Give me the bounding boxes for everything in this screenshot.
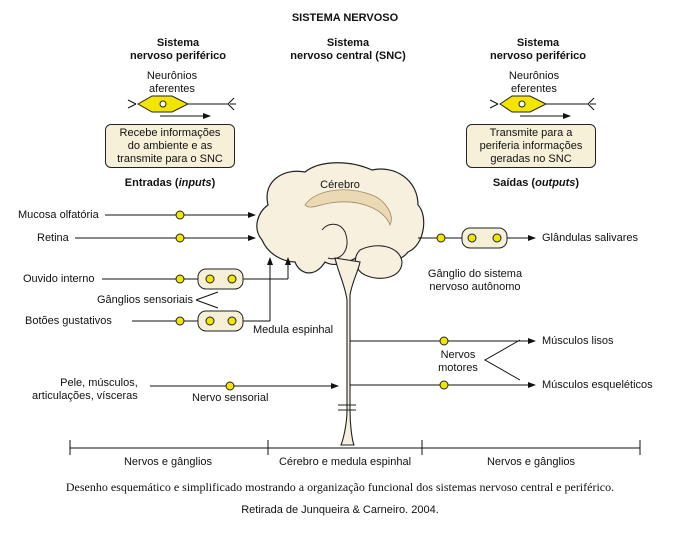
column-center-heading: Sistema nervoso central (SNC) — [290, 37, 406, 62]
output-salivary-glands: Glândulas salivares — [542, 232, 638, 244]
figure-caption: Desenho esquemático e simplificado mostr… — [65, 480, 615, 494]
bottom-right-label: Nervos e gânglios — [486, 456, 576, 468]
figure-credit: Retirada de Junqueira & Carneiro. 2004. — [241, 504, 439, 516]
brain-label: Cérebro — [320, 179, 360, 191]
output-smooth-muscles: Músculos lisos — [542, 335, 614, 347]
efferent-neuron-icon — [489, 95, 596, 119]
label-spinal-cord: Medula espinhal — [253, 324, 334, 336]
output-description-box: Transmite para a periferia informações g… — [466, 124, 596, 168]
label-motor-nerves: Nervos motores — [438, 349, 478, 374]
label-autonomic-ganglion: Gânglio do sistema nervoso autônomo — [427, 268, 523, 293]
bottom-center-label: Cérebro e medula espinhal — [278, 456, 412, 468]
input-skin-muscles: Pele, músculos, articulações, vísceras — [32, 377, 138, 402]
input-olfactory: Mucosa olfatória — [18, 209, 99, 221]
bottom-left-label: Nervos e gânglios — [123, 456, 213, 468]
input-inner-ear: Ouvido interno — [23, 273, 95, 285]
efferent-label: Neurônios eferentes — [508, 70, 560, 95]
label-sensory-ganglia: Gânglios sensoriais — [97, 294, 193, 306]
input-retina: Retina — [37, 232, 69, 244]
output-skeletal-muscles: Músculos esqueléticos — [542, 379, 653, 391]
input-description-box: Recebe informações do ambiente e as tran… — [105, 124, 235, 168]
outputs-heading: Saídas (outputs) — [492, 177, 580, 189]
inputs-heading: Entradas (inputs) — [124, 177, 216, 189]
column-left-heading: Sistema nervoso periférico — [130, 37, 226, 62]
afferent-label: Neurônios aferentes — [146, 70, 198, 95]
column-right-heading: Sistema nervoso periférico — [490, 37, 586, 62]
afferent-neuron-icon — [127, 95, 236, 119]
diagram-title: SISTEMA NERVOSO — [291, 12, 399, 24]
brain-shape — [256, 162, 425, 446]
label-sensory-nerve: Nervo sensorial — [192, 392, 269, 404]
synapse-nodes — [175, 210, 502, 391]
input-taste-buds: Botões gustativos — [25, 315, 112, 327]
bottom-bracket — [69, 440, 641, 455]
